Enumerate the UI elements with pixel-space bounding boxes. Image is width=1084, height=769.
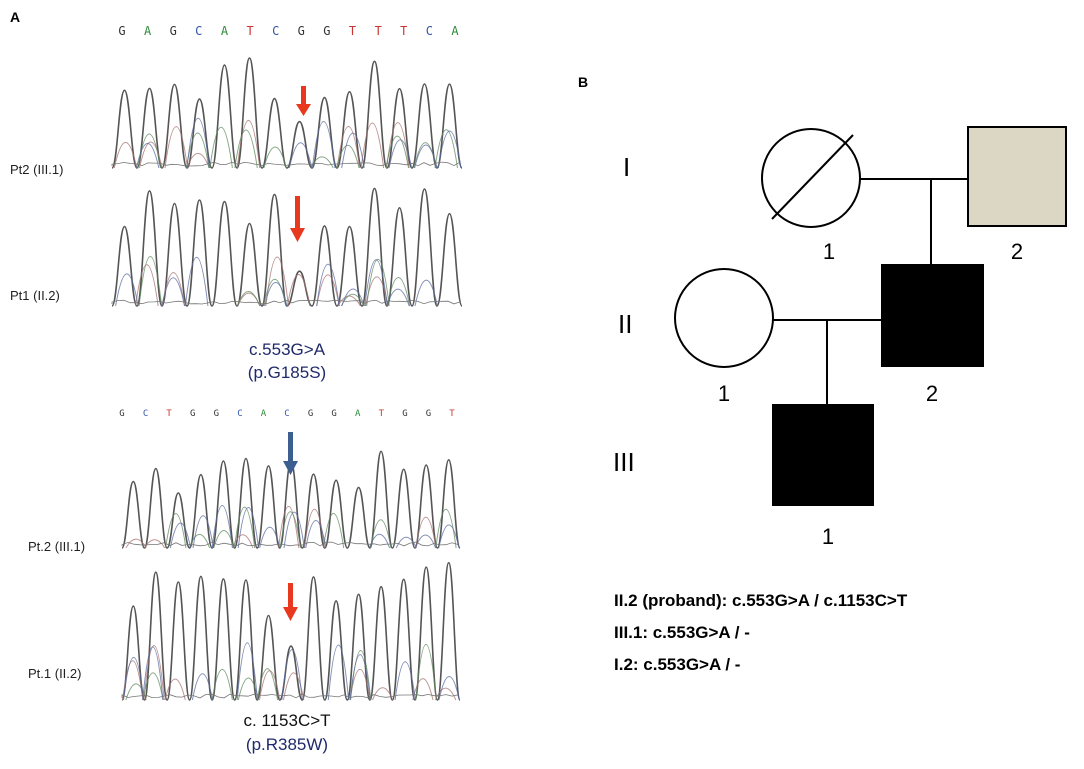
chromatogram-peaks — [121, 561, 461, 701]
sample-label-bottom-2: Pt.1 (II.2) — [28, 666, 81, 681]
sequence-base: A — [261, 409, 267, 419]
chromatogram-overlay — [137, 127, 458, 169]
mutation-arrow-top-1 — [296, 86, 311, 116]
chromatogram-overlay — [165, 506, 457, 549]
chromatogram-peaks — [111, 187, 463, 307]
sequence-base: T — [449, 409, 455, 419]
sequence-base: C — [195, 24, 202, 38]
sequence-base: G — [323, 24, 330, 38]
sequence-base: G — [308, 409, 313, 419]
chromatogram-trace-pt1-bottom — [121, 561, 461, 701]
sample-label-top-1: Pt2 (III.1) — [10, 162, 63, 177]
mutation-arrow-bottom-1 — [283, 432, 298, 475]
chromatogram-overlay — [115, 256, 438, 307]
sequence-base: C — [284, 409, 289, 419]
sequence-base: G — [331, 409, 336, 419]
generation-label-III: III — [613, 447, 635, 477]
individual-number-II2: 2 — [926, 381, 938, 406]
chromatogram-overlay — [113, 119, 410, 169]
chromatogram-overlay — [138, 256, 411, 307]
pedigree-lines — [773, 178, 968, 405]
sequence-base: G — [118, 24, 125, 38]
mutation-arrow-bottom-2 — [283, 583, 298, 621]
individual-number-II1: 1 — [718, 381, 730, 406]
sequence-base: C — [237, 409, 242, 419]
individual-number-I1: 1 — [823, 239, 835, 264]
chromatogram-overlay — [169, 505, 460, 549]
chromatogram-peaks — [111, 57, 463, 169]
chromatogram-baseline — [121, 541, 459, 547]
sequence-base: G — [298, 24, 305, 38]
sequence-base: G — [119, 409, 124, 419]
sequence-base: G — [170, 24, 177, 38]
sequence-base: T — [166, 409, 172, 419]
pedigree-individual-I1-deceased-female — [761, 128, 861, 228]
sequence-base: A — [144, 24, 152, 38]
mutation-label-pG185S: (p.G185S) — [248, 363, 326, 382]
sequence-base: T — [375, 24, 382, 38]
sequence-base: C — [143, 409, 148, 419]
individual-number-I2: 2 — [1011, 239, 1023, 264]
pedigree-individual-III1-affected-male — [772, 404, 874, 506]
individual-number-III1: 1 — [822, 524, 834, 549]
chromatogram-overlay — [125, 506, 437, 549]
sequence-base: T — [379, 409, 385, 419]
chromatogram-trace-pt1-top — [111, 187, 463, 307]
sequence-base: A — [221, 24, 229, 38]
chromatogram-baseline — [121, 693, 459, 699]
sequence-base: T — [349, 24, 356, 38]
pedigree-individual-II2-affected-male — [881, 264, 984, 367]
sequence-base: C — [426, 24, 433, 38]
chromatogram-baseline — [111, 161, 461, 167]
chromatogram-overlay — [135, 117, 462, 169]
chromatogram-overlay — [135, 256, 389, 307]
generation-label-I: I — [623, 152, 630, 182]
sequence-base: G — [214, 409, 219, 419]
pedigree-individual-II1-female — [674, 268, 774, 368]
sequence-base: G — [426, 409, 431, 419]
chromatogram-overlay — [125, 644, 437, 701]
chromatogram-overlay — [123, 642, 460, 701]
mutation-label-c553: c.553G>A — [249, 340, 326, 359]
sequence-base: G — [190, 409, 195, 419]
genotype-line-proband: II.2 (proband): c.553G>A / c.1153C>T — [614, 591, 908, 610]
mutation-label-c1153: c. 1153C>T — [243, 711, 330, 730]
sample-label-top-2: Pt1 (II.2) — [10, 288, 60, 303]
genotype-line-I2: I.2: c.553G>A / - — [614, 655, 740, 674]
panel-b-label: B — [578, 74, 588, 90]
mutation-label-pR385W: (p.R385W) — [246, 735, 328, 754]
sequence-base: C — [272, 24, 279, 38]
sequence-base: T — [246, 24, 253, 38]
panel-a-label: A — [10, 9, 20, 25]
chromatogram-baseline — [111, 299, 461, 305]
mutation-arrow-top-2 — [290, 196, 305, 242]
sample-label-bottom-1: Pt.2 (III.1) — [28, 539, 85, 554]
chromatogram-trace-pt2-top — [111, 57, 463, 169]
sequence-base: A — [451, 24, 459, 38]
sequence-base: T — [400, 24, 407, 38]
sequence-base: A — [355, 409, 361, 419]
generation-label-II: II — [618, 309, 632, 339]
pedigree-individual-I2-carrier-male — [967, 126, 1067, 227]
genotype-line-III1: III.1: c.553G>A / - — [614, 623, 750, 642]
sequence-base: G — [402, 409, 407, 419]
